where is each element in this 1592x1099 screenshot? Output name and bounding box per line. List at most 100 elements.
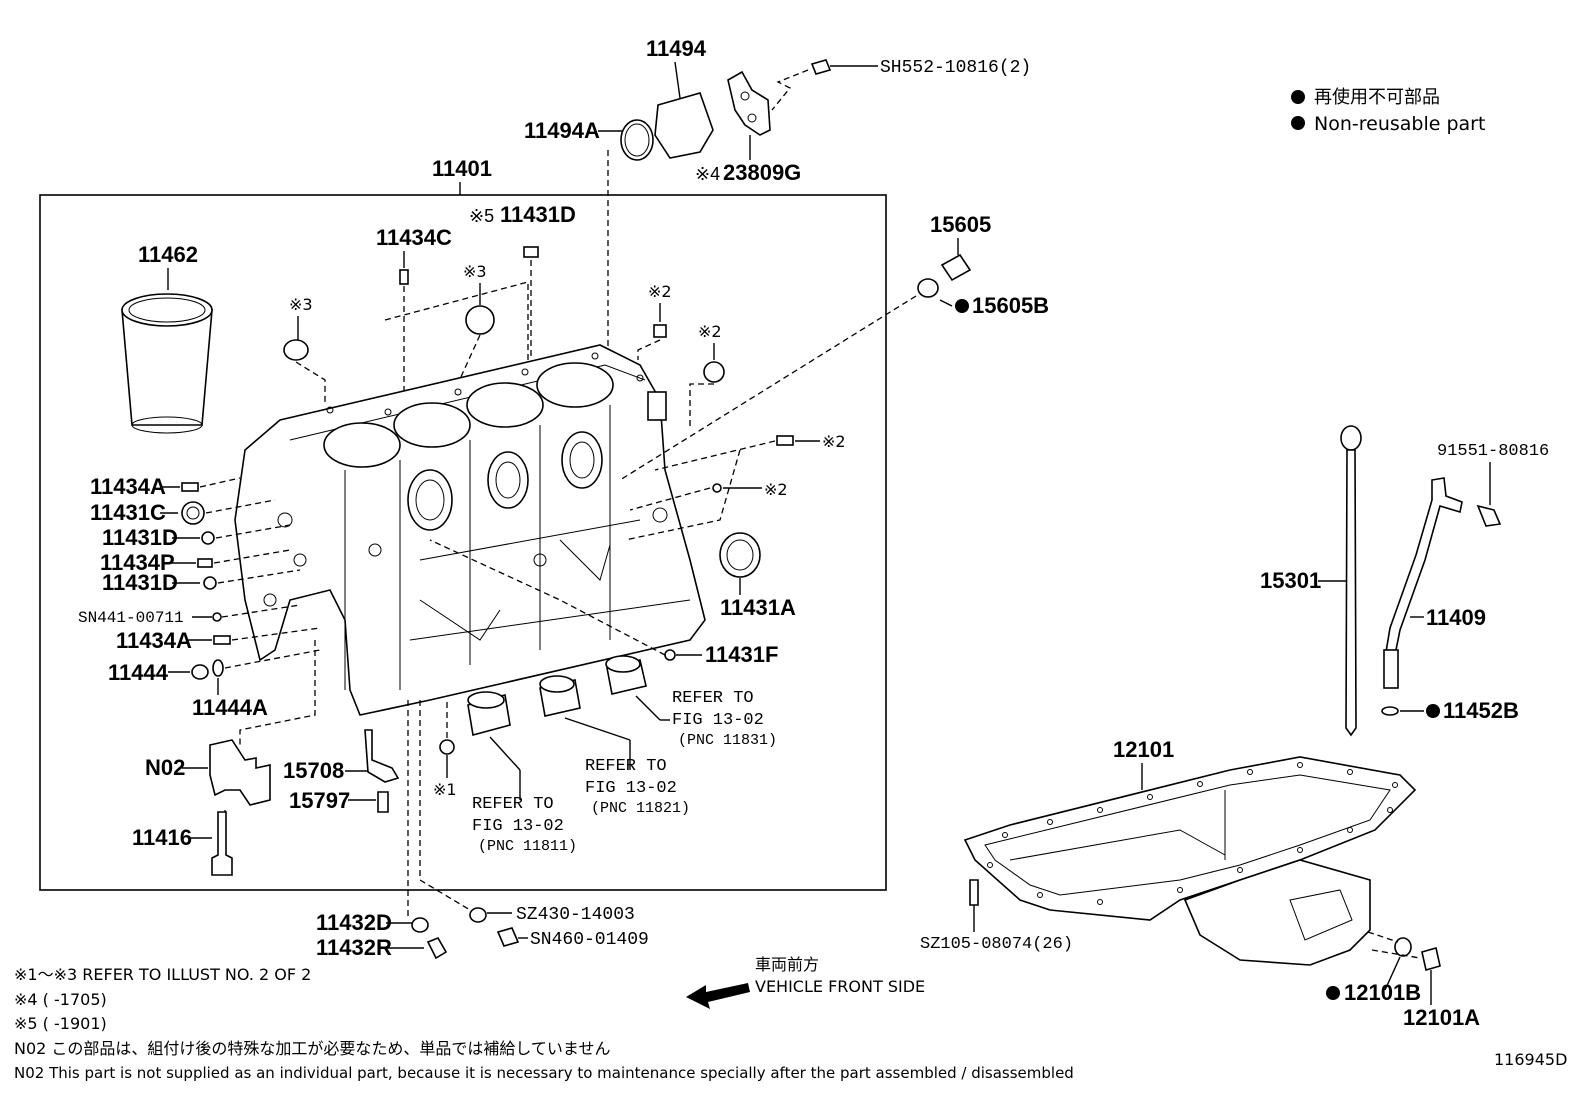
illustration-number: 116945D xyxy=(1494,1050,1567,1069)
label-15605B: 15605B xyxy=(972,293,1049,318)
plug-11432R xyxy=(426,936,448,960)
oil-pan-12101 xyxy=(963,756,1417,966)
dipstick-handle xyxy=(1340,425,1362,451)
drain-plug-12101A xyxy=(1421,946,1441,972)
plug-ref2-b xyxy=(703,361,725,383)
ref2-d: ※2 xyxy=(764,480,788,499)
label-11452B: 11452B xyxy=(1443,698,1519,723)
gasket-15605B xyxy=(917,278,939,298)
bolt-91551 xyxy=(1476,504,1502,527)
label-11462: 11462 xyxy=(138,242,198,267)
label-12101A: 12101A xyxy=(1403,1005,1480,1030)
refer-11821-line1: REFER TO xyxy=(585,757,667,776)
label-11434A-1: 11434A xyxy=(90,474,166,499)
label-sh552: SH552-10816(2) xyxy=(880,58,1031,78)
cylinder-block-frame xyxy=(39,194,887,891)
label-11409: 11409 xyxy=(1426,605,1486,630)
ref2-c: ※2 xyxy=(822,432,846,451)
bolt-sh552 xyxy=(810,59,832,75)
refer-11811-line2: FIG 13-02 xyxy=(472,817,564,836)
label-11434C: 11434C xyxy=(376,225,452,250)
label-11431D-top: 11431D xyxy=(500,202,576,227)
bracket-23809G xyxy=(727,70,771,136)
ref2-b: ※2 xyxy=(698,322,722,341)
guide-11409 xyxy=(1385,477,1463,654)
gasket-12101B xyxy=(1394,937,1412,957)
label-23809G-mark: ※4 xyxy=(695,164,720,184)
label-11494: 11494 xyxy=(646,36,707,61)
ref2-a: ※2 xyxy=(648,282,672,301)
label-11434A-2: 11434A xyxy=(116,628,192,653)
cylinder-liner-11462 xyxy=(121,309,213,426)
label-11444: 11444 xyxy=(108,660,169,685)
bearing-11821 xyxy=(539,675,581,717)
refer-11831-line1: REFER TO xyxy=(672,689,754,708)
direction-jp: 車両前方 xyxy=(755,955,819,974)
bolt-sn460 xyxy=(496,927,520,947)
label-11431C: 11431C xyxy=(90,500,166,525)
bearing-11831 xyxy=(605,655,647,695)
label-11432R: 11432R xyxy=(316,935,392,960)
ref3-a: ※3 xyxy=(289,295,313,314)
note-n02-en: N02 This part is not supplied as an indi… xyxy=(14,1064,1074,1082)
refer-11811-line3: (PNC 11811) xyxy=(478,838,577,855)
bearing-cap-N02 xyxy=(209,739,271,806)
label-91551: 91551-80816 xyxy=(1437,442,1549,461)
cover-plate-11494 xyxy=(654,92,714,159)
label-sz430: SZ430-14003 xyxy=(516,905,635,925)
plug-ref3-a xyxy=(283,339,309,361)
legend-en: Non-reusable part xyxy=(1314,113,1485,135)
non-reusable-dot-icon xyxy=(1426,704,1440,718)
bolt-sz105 xyxy=(969,879,979,906)
label-11432D: 11432D xyxy=(316,910,392,935)
note-ref1-3: ※1～※3 REFER TO ILLUST NO. 2 OF 2 xyxy=(14,965,311,984)
label-11431F: 11431F xyxy=(705,642,778,667)
ref3-b: ※3 xyxy=(463,262,487,281)
label-11431D-top-mark: ※5 xyxy=(469,206,494,226)
seal-11431A xyxy=(719,532,761,578)
label-11494A: 11494A xyxy=(524,118,600,143)
label-11416: 11416 xyxy=(132,825,192,850)
refer-11821-line2: FIG 13-02 xyxy=(585,779,677,798)
label-12101: 12101 xyxy=(1113,737,1174,762)
note-ref5: ※5 ( -1901) xyxy=(14,1014,107,1033)
gasket-11494A xyxy=(620,119,654,161)
non-reusable-dot-icon xyxy=(1326,986,1340,1000)
oil-jet-15708 xyxy=(364,729,400,783)
label-15708: 15708 xyxy=(283,758,344,783)
refer-11831-line3: (PNC 11831) xyxy=(678,732,777,749)
label-11444A: 11444A xyxy=(192,695,268,720)
label-sz105: SZ105-08074(26) xyxy=(920,935,1073,954)
cylinder-block xyxy=(234,344,706,716)
bearing-11811 xyxy=(467,691,511,737)
label-11431D-1: 11431D xyxy=(102,525,178,550)
note-n02-jp: N02 この部品は、組付け後の特殊な加工が必要なため、単品では補給していません xyxy=(14,1039,610,1058)
dipstick-15301 xyxy=(1345,449,1357,737)
refer-11821-line3: (PNC 11821) xyxy=(591,800,690,817)
non-reusable-dot-icon xyxy=(955,299,969,313)
label-15605: 15605 xyxy=(930,212,991,237)
label-12101B: 12101B xyxy=(1344,980,1421,1005)
legend-dot-icon xyxy=(1291,116,1305,130)
direction-en: VEHICLE FRONT SIDE xyxy=(755,977,925,996)
front-arrow-icon xyxy=(686,983,750,1009)
plug-ref1 xyxy=(439,739,455,755)
frame-label: 11401 xyxy=(432,156,492,181)
label-sn460: SN460-01409 xyxy=(530,930,649,950)
bolt-11416 xyxy=(211,811,233,876)
ref1: ※1 xyxy=(433,780,457,799)
label-11434P: 11434P xyxy=(100,550,175,575)
label-15301: 15301 xyxy=(1260,568,1321,593)
legend-jp: 再使用不可部品 xyxy=(1314,87,1440,108)
legend-dot-icon xyxy=(1291,90,1305,104)
refer-11831-line2: FIG 13-02 xyxy=(672,711,764,730)
plug-15605 xyxy=(940,253,972,282)
plug-ref3-b xyxy=(465,305,495,335)
label-23809G: 23809G xyxy=(723,160,801,185)
note-ref4: ※4 ( -1705) xyxy=(14,990,107,1009)
label-15797: 15797 xyxy=(289,788,350,813)
bolt-15797 xyxy=(377,791,389,813)
label-sn441: SN441-00711 xyxy=(78,609,184,627)
refer-11811-line1: REFER TO xyxy=(472,795,554,814)
